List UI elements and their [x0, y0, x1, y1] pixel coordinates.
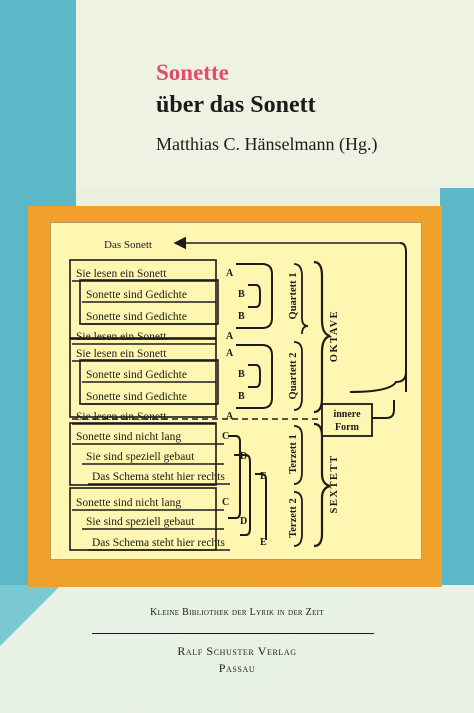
rhyme-letter: B [238, 289, 245, 300]
series-title: Kleine Bibliothek der Lyrik in der Zeit [150, 607, 324, 618]
diagram-head: Das Sonett [104, 239, 152, 251]
rhyme-letter: B [238, 391, 245, 402]
strophe-quartett-1: Quartett 1 [288, 273, 299, 320]
separator-line [92, 633, 374, 634]
publisher: Ralf Schuster Verlag [177, 644, 297, 658]
editor-name: Matthias C. Hänselmann (Hg.) [156, 134, 378, 154]
rhyme-letter: B [238, 311, 245, 322]
strophe-quartett-2: Quartett 2 [288, 353, 299, 400]
rhyme-letter: C [222, 497, 229, 508]
title-panel [76, 0, 474, 188]
stanza-outline [69, 338, 217, 418]
stanza-outline [69, 422, 217, 486]
verse-line: Das Schema steht hier rechts [92, 537, 225, 549]
verse-line: Sonette sind Gedichte [86, 311, 187, 323]
inner-form-line1: innere [333, 409, 361, 420]
rhyme-letter: C [222, 431, 229, 442]
verse-line: Sonette sind Gedichte [86, 369, 187, 381]
strophe-terzett-1: Terzett 1 [288, 434, 299, 474]
rhyme-letter: D [240, 516, 247, 527]
part-sextett: SEXTETT [329, 455, 340, 514]
rhyme-letter: B [238, 369, 245, 380]
verse-line: Sie lesen ein Sonett [76, 331, 167, 343]
stanza-outline [69, 259, 217, 339]
verse-line: Das Schema steht hier rechts [92, 471, 225, 483]
rhyme-letter: A [226, 348, 234, 359]
verse-line: Sonette sind Gedichte [86, 391, 187, 403]
verse-line: Sie sind speziell gebaut [86, 451, 195, 463]
strophe-terzett-2: Terzett 2 [288, 498, 299, 538]
verse-line: Sonette sind nicht lang [76, 497, 181, 509]
verse-line: Sie lesen ein Sonett [76, 268, 167, 280]
rhyme-letter: A [226, 411, 234, 422]
verse-line: Sonette sind nicht lang [76, 431, 181, 443]
rhyme-letter: E [260, 537, 267, 548]
rhyme-letter: E [260, 471, 267, 482]
part-oktave: OKTAVE [329, 310, 340, 362]
verse-line: Sie lesen ein Sonett [76, 411, 167, 423]
place: Passau [218, 661, 256, 675]
verse-line: Sonette sind Gedichte [86, 289, 187, 301]
rhyme-letter: A [226, 268, 234, 279]
title-line-1: Sonette [156, 60, 229, 85]
inner-form-line2: Form [335, 422, 360, 433]
title-line-2: über das Sonett [156, 92, 316, 118]
verse-line: Sie sind speziell gebaut [86, 516, 195, 528]
rhyme-letter: D [240, 451, 247, 462]
lower-panel [0, 585, 474, 713]
verse-line: Sie lesen ein Sonett [76, 348, 167, 360]
rhyme-letter: A [226, 331, 234, 342]
